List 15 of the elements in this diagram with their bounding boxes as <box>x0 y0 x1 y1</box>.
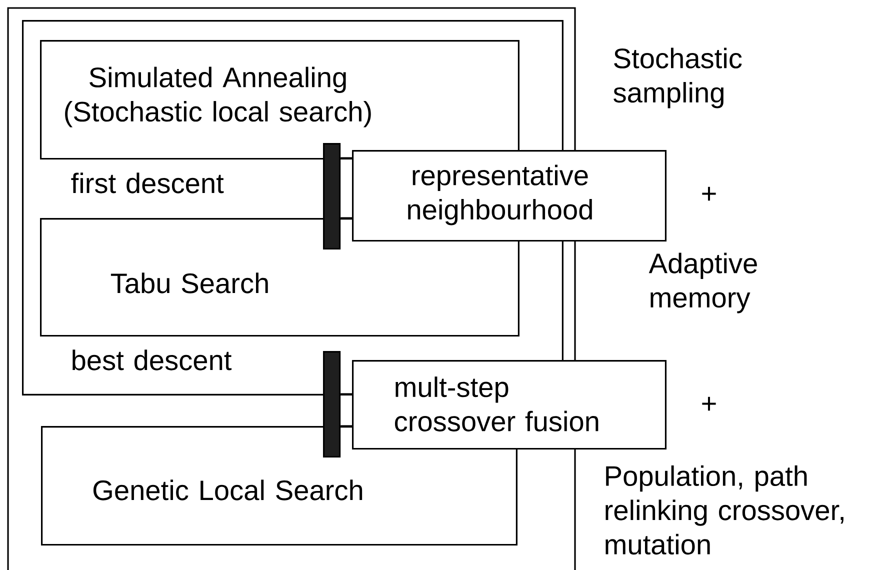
process-box: representative neighbourhood <box>352 150 667 242</box>
connector-line <box>340 425 352 427</box>
label: + <box>702 186 716 201</box>
label: + <box>702 396 716 411</box>
connector-line <box>340 157 352 159</box>
label: Adaptive memory <box>648 252 757 314</box>
label: first descent <box>71 172 224 194</box>
process-box: mult-step crossover fusion <box>352 360 667 450</box>
bar <box>323 143 341 250</box>
label: best descent <box>72 350 232 370</box>
label: Population, path relinking crossover, mutation <box>606 465 844 555</box>
connector-line <box>340 217 352 219</box>
connector-line <box>340 393 352 395</box>
bar <box>323 351 341 458</box>
label: Stochastic sampling <box>614 48 742 108</box>
